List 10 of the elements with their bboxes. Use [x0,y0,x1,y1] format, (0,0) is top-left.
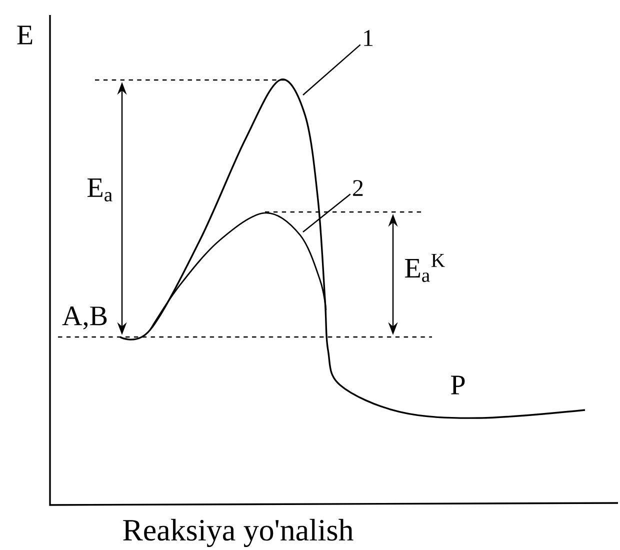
dimension-label: E$_{a}$ [88,178,112,202]
callout-number: 2 [353,180,363,196]
axis-label: Reaksiya yo'nalish [123,518,354,548]
leader-line [302,194,351,232]
axis-label: E [17,26,32,44]
dimension-label: E$_{a}$K [405,254,445,282]
state-label: A,B [62,306,107,330]
leader-line [302,44,361,96]
state-label: P [451,376,465,394]
callout-number: 1 [364,30,373,46]
